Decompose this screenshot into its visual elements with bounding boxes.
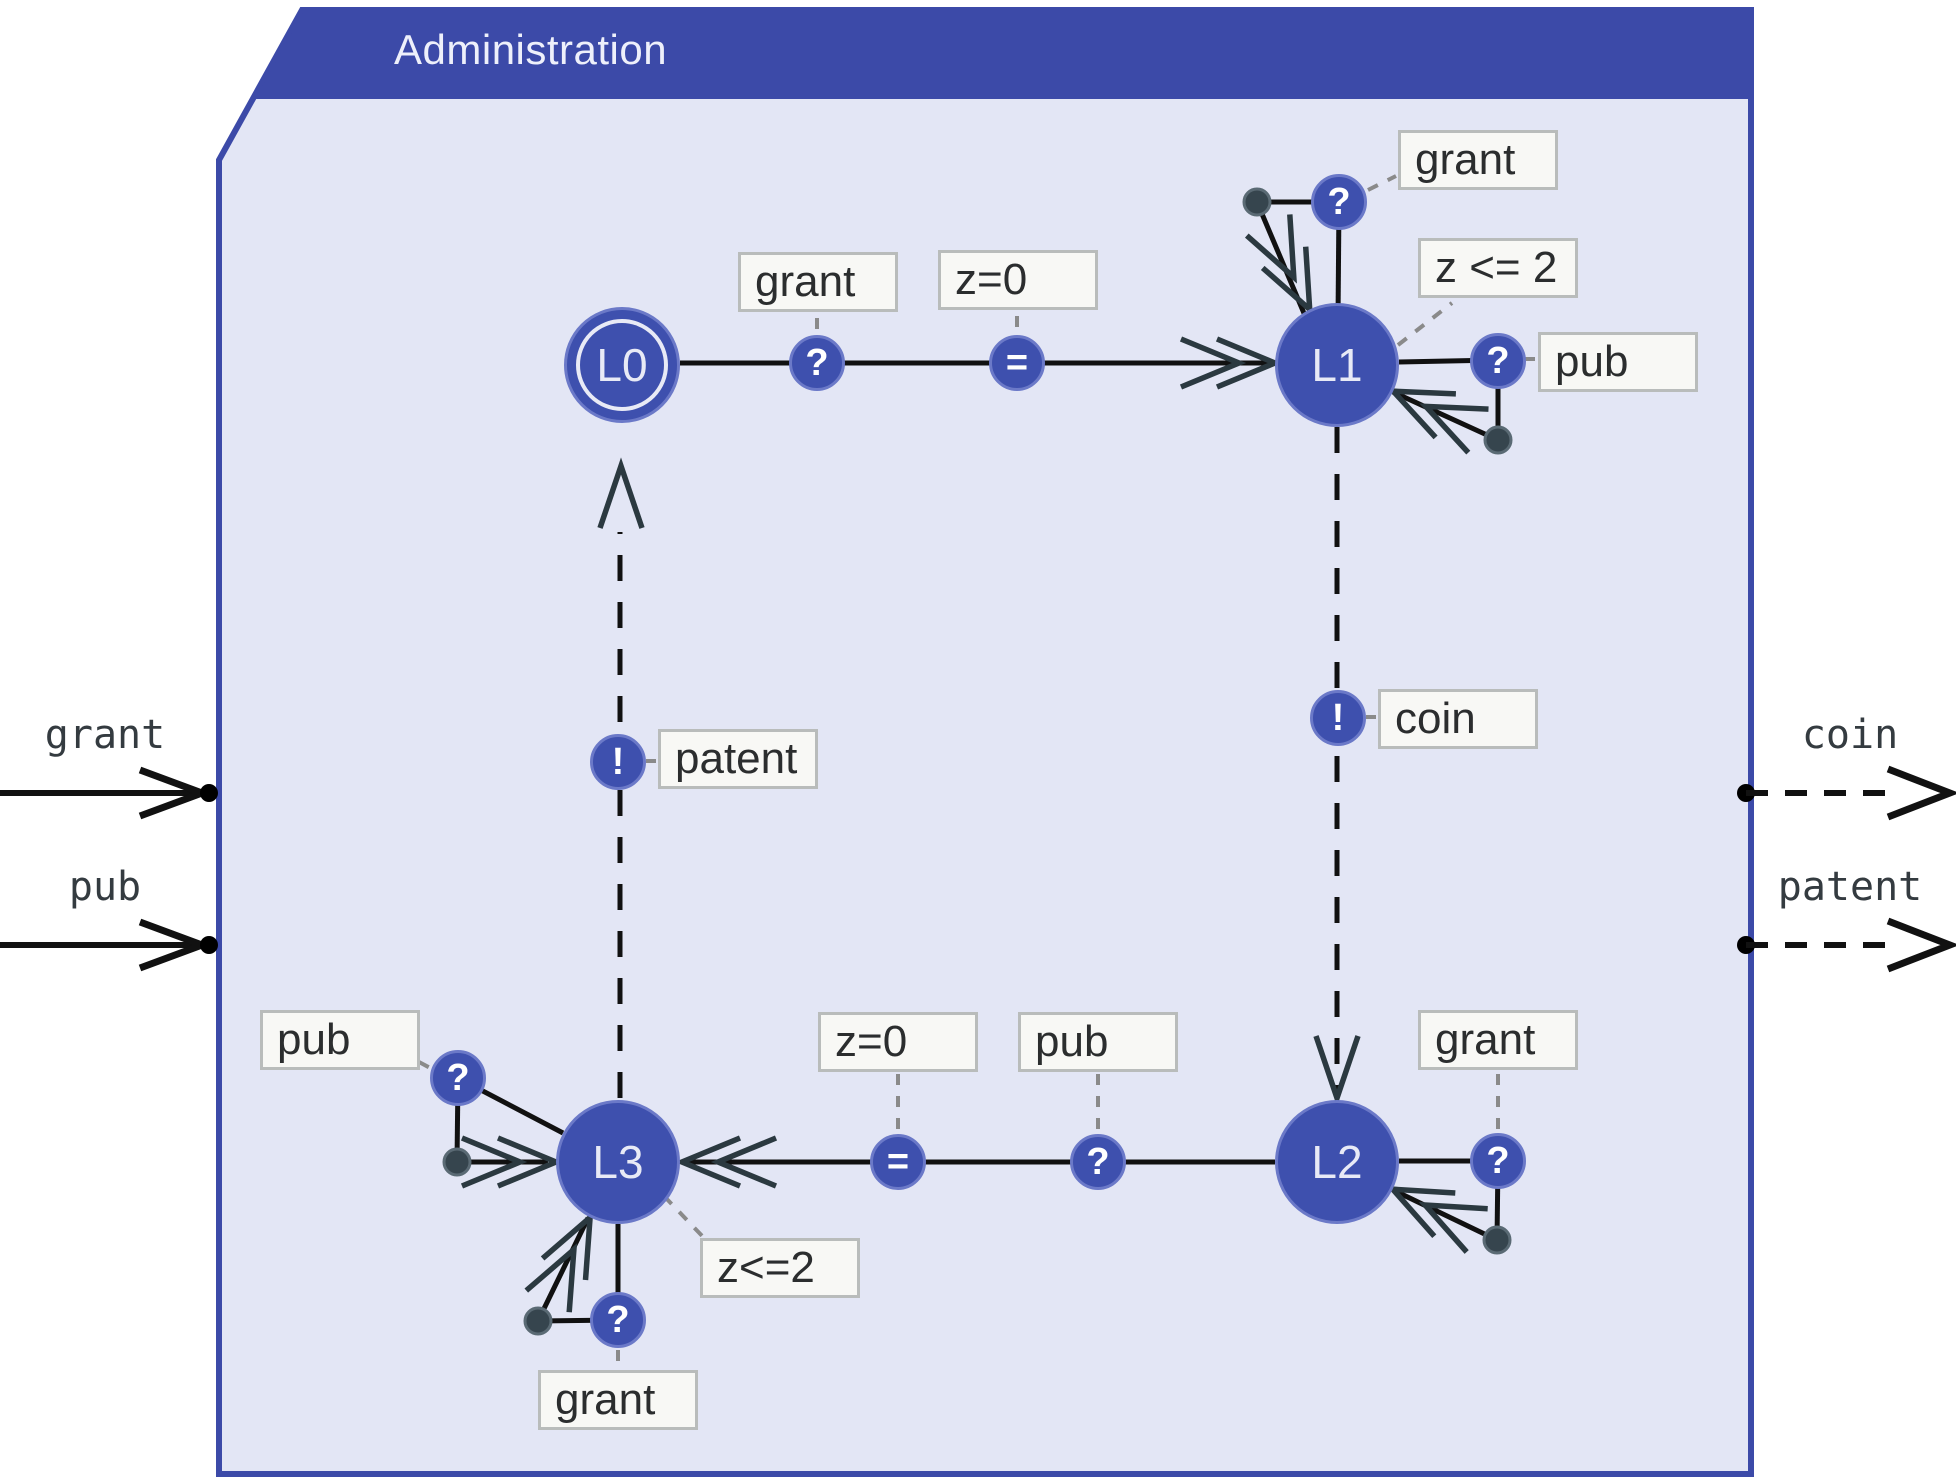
location-l0[interactable]: L0 (564, 307, 680, 423)
arrowhead-l1-loop-right-2 (1419, 403, 1489, 455)
sync-input-icon[interactable]: ? (1470, 1133, 1526, 1189)
arrowhead-l1-loop-top-2 (1244, 214, 1297, 284)
location-l3-label: L3 (592, 1136, 644, 1188)
port-grant-dot[interactable] (200, 784, 218, 802)
edge-l1-loop-right-return[interactable] (1391, 389, 1500, 443)
invariant-label-l3[interactable]: z<=2 (700, 1238, 860, 1298)
glyph: ? (606, 1298, 630, 1341)
handle-l1-right[interactable] (1483, 425, 1513, 455)
port-patent-arrowhead (1886, 917, 1956, 973)
right-ports (1737, 765, 1956, 973)
sync-label-grant[interactable]: grant (1398, 130, 1558, 190)
glyph: = (1005, 341, 1029, 384)
location-l0-label: L0 (596, 339, 648, 391)
invariant-label-l1[interactable]: z <= 2 (1418, 238, 1578, 298)
arrowhead-into-l1-2 (1179, 336, 1247, 390)
component-titlebar[interactable] (250, 8, 1753, 99)
update-icon[interactable]: = (989, 335, 1045, 391)
arrowhead-into-l3 (674, 1135, 742, 1189)
edge-l3-loop-bottom-return[interactable] (535, 1216, 591, 1323)
glyph: ? (805, 341, 829, 384)
sync-label-patent[interactable]: patent (658, 729, 818, 789)
location-l2[interactable]: L2 (1275, 1100, 1399, 1224)
arrowhead-into-l3-2 (710, 1135, 778, 1189)
edge-l2-loop-return[interactable] (1391, 1187, 1499, 1243)
arrowhead-into-l0 (597, 457, 645, 529)
port-label-pub: pub (68, 864, 142, 910)
glyph: ? (1327, 180, 1351, 223)
port-label-coin: coin (1801, 712, 1899, 758)
sync-input-icon[interactable]: ? (430, 1050, 486, 1106)
glyph: = (886, 1140, 910, 1183)
sync-label-coin[interactable]: coin (1378, 689, 1538, 749)
glyph: ? (446, 1056, 470, 1099)
sync-input-icon[interactable]: ? (1470, 333, 1526, 389)
arrowhead-l3-loop-topleft-2 (460, 1135, 528, 1189)
sync-output-icon[interactable]: ! (590, 734, 646, 790)
location-l3[interactable]: L3 (556, 1100, 680, 1224)
port-pub-dot[interactable] (200, 936, 218, 954)
sync-label-grant[interactable]: grant (1418, 1010, 1578, 1070)
handle-l3-bottom[interactable] (523, 1306, 553, 1336)
dashed-edges[interactable] (617, 427, 1340, 1098)
update-icon[interactable]: = (870, 1134, 926, 1190)
port-coin-arrowhead (1886, 765, 1956, 821)
sync-label-pub[interactable]: pub (1538, 332, 1698, 392)
sync-input-icon[interactable]: ? (1070, 1134, 1126, 1190)
arrowhead-l3-loop-bottom-2 (524, 1243, 578, 1313)
sync-input-icon[interactable]: ? (1311, 174, 1367, 230)
sync-label-pub[interactable]: pub (1018, 1012, 1178, 1072)
location-l2-label: L2 (1311, 1136, 1363, 1188)
glyph: ? (1486, 339, 1510, 382)
location-l1[interactable]: L1 (1275, 303, 1399, 427)
sync-input-icon[interactable]: ? (590, 1292, 646, 1348)
sync-label-grant[interactable]: grant (538, 1370, 698, 1430)
sync-output-icon[interactable]: ! (1310, 690, 1366, 746)
sync-label-grant[interactable]: grant (738, 252, 898, 312)
port-label-patent: patent (1777, 864, 1923, 910)
update-label-z0[interactable]: z=0 (818, 1012, 978, 1072)
location-l1-label: L1 (1311, 339, 1363, 391)
handle-l3-topleft[interactable] (442, 1147, 472, 1177)
port-label-grant: grant (44, 712, 166, 758)
arrowhead-l2-loop-2 (1418, 1201, 1488, 1254)
handle-l1-top[interactable] (1242, 187, 1272, 217)
sync-label-pub[interactable]: pub (260, 1010, 420, 1070)
glyph: ? (1086, 1140, 1110, 1183)
glyph: ! (1331, 696, 1345, 739)
glyph: ? (1486, 1139, 1510, 1182)
glyph: ! (611, 740, 625, 783)
label-connectors (418, 174, 1536, 1368)
arrowhead-into-l2 (1313, 1035, 1361, 1107)
component-title: Administration (394, 26, 668, 73)
handle-l2[interactable] (1482, 1225, 1512, 1255)
sync-input-icon[interactable]: ? (789, 335, 845, 391)
left-ports (0, 766, 218, 972)
loop-handles (442, 187, 1513, 1336)
update-label-z0[interactable]: z=0 (938, 250, 1098, 310)
